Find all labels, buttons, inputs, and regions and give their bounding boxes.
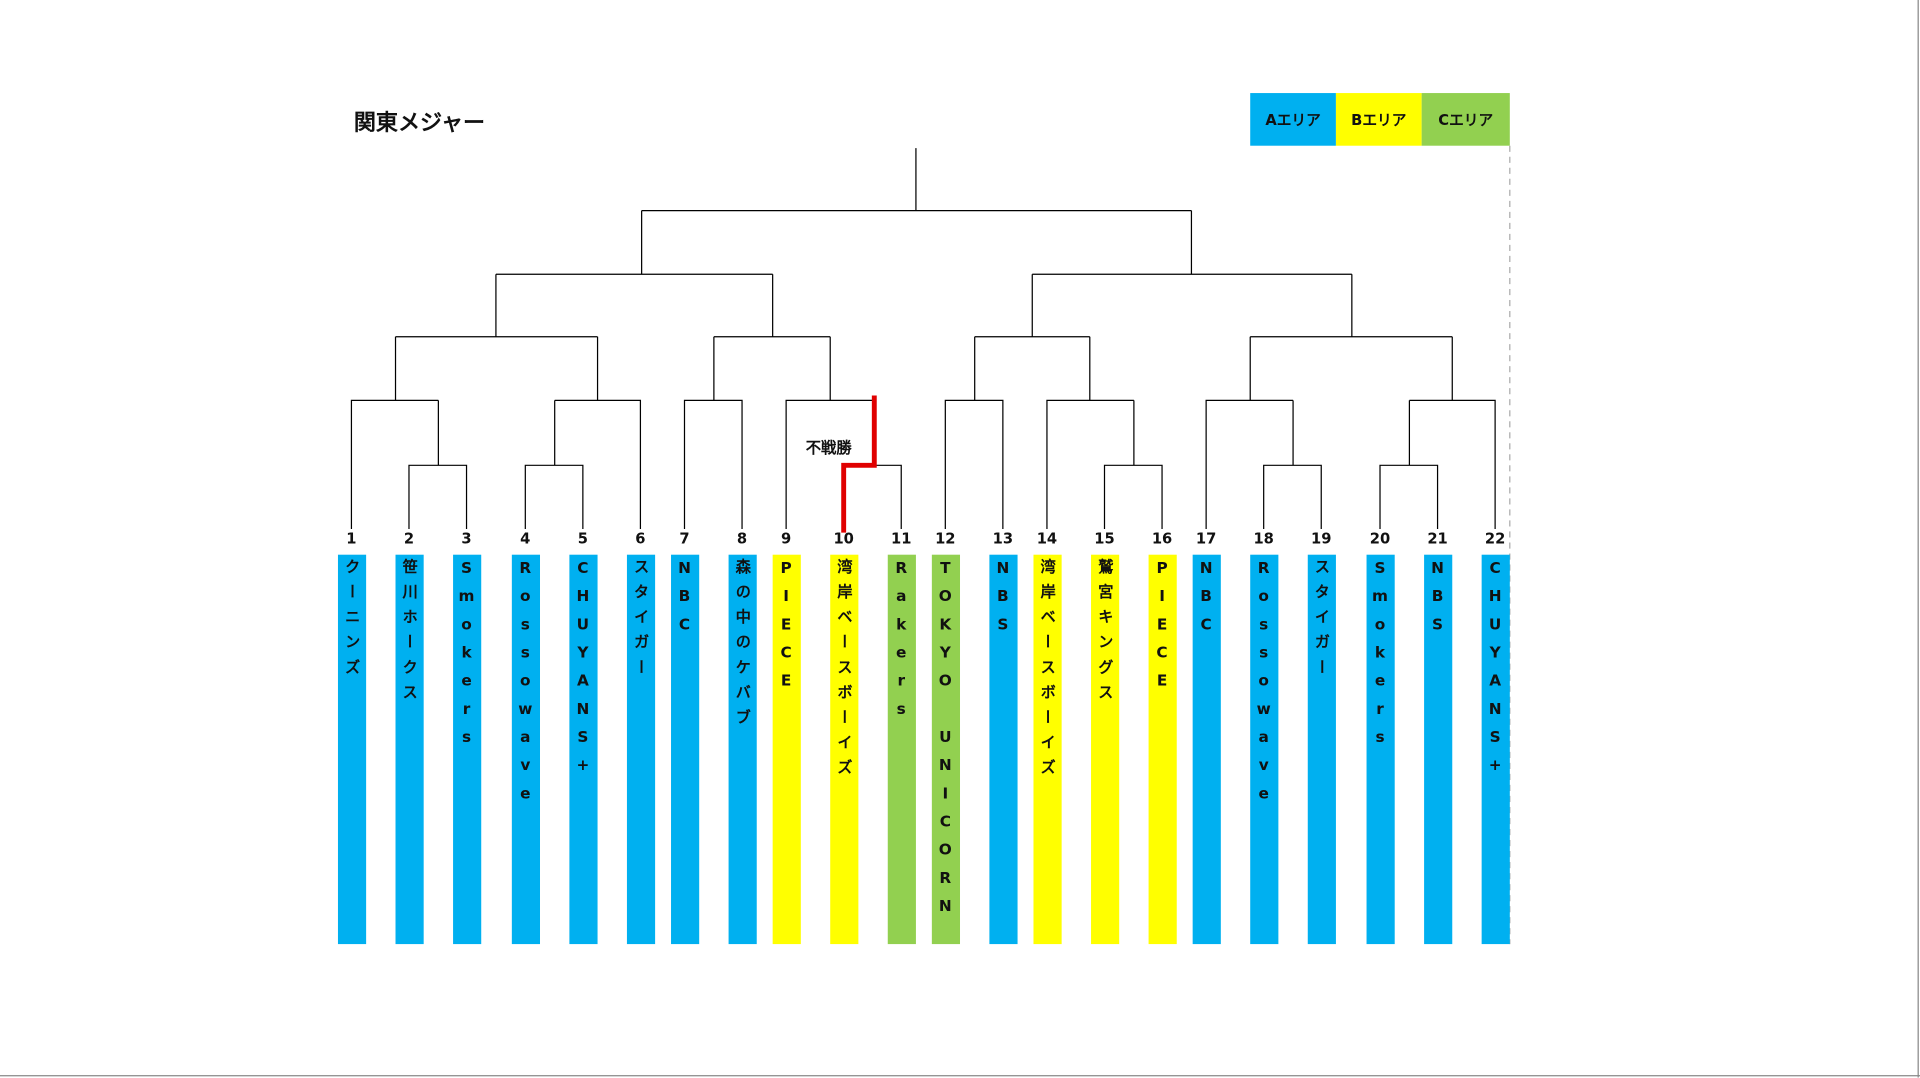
team-name: Rossowave xyxy=(516,558,535,812)
winner-path-line xyxy=(841,395,877,533)
page-title: 関東メジャー xyxy=(353,110,486,136)
team-name: PIECE xyxy=(776,558,796,700)
team-number: 5 xyxy=(577,530,588,548)
team-name: スタイガー xyxy=(1312,558,1331,684)
legend-area-c: Cエリア xyxy=(1421,93,1510,146)
sheet-edge xyxy=(1917,0,1919,1078)
team-number: 22 xyxy=(1484,530,1506,548)
sheet-edge xyxy=(0,1075,1920,1077)
team-slot: Smokers xyxy=(452,554,481,945)
team-slot: 鷲宮キングス xyxy=(1090,554,1119,945)
bracket-r2-7 xyxy=(1205,336,1294,529)
team-number: 11 xyxy=(890,530,912,548)
team-name: NBC xyxy=(675,558,694,643)
bye-label: 不戦勝 xyxy=(805,438,852,457)
bracket-r2-6 xyxy=(1046,336,1134,529)
team-slot: NBS xyxy=(988,554,1017,945)
bracket-r3-4 xyxy=(1250,274,1453,338)
team-number: 21 xyxy=(1427,530,1448,548)
team-number: 20 xyxy=(1369,530,1391,548)
bracket-match-15-16 xyxy=(1103,400,1163,529)
bracket-r2-4 xyxy=(785,336,875,529)
team-slot: CHUYANS+ xyxy=(568,554,597,945)
bracket-r2-2 xyxy=(554,336,642,529)
team-number: 12 xyxy=(935,530,956,548)
team-slot: 森の中のケバブ xyxy=(727,554,757,945)
team-number: 10 xyxy=(833,530,854,548)
team-name: NBS xyxy=(1428,558,1447,643)
team-name: CHUYANS+ xyxy=(573,558,593,784)
bracket-match-20-21 xyxy=(1379,400,1439,529)
team-name: Smokers xyxy=(457,558,476,756)
legend-area-a: Aエリア xyxy=(1250,93,1336,146)
team-name: TOKYO UNICORN xyxy=(936,558,955,925)
team-slot: Smokers xyxy=(1365,554,1395,945)
team-number: 6 xyxy=(635,530,646,548)
team-number: 17 xyxy=(1195,530,1217,548)
team-slot: クーニンズ xyxy=(337,554,366,945)
bracket-r2-1 xyxy=(350,336,439,529)
team-name: 鷲宮キングス xyxy=(1095,558,1114,709)
team-number: 7 xyxy=(679,530,690,548)
team-name: 湾岸ベースボーイズ xyxy=(834,558,853,785)
team-slot: 笹川ホークス xyxy=(394,554,424,945)
bracket-semi-1 xyxy=(495,210,773,275)
team-name: クーニンズ xyxy=(342,558,361,684)
team-number: 4 xyxy=(520,530,531,548)
team-name: CHUYANS+ xyxy=(1485,558,1505,784)
team-number: 9 xyxy=(781,530,792,548)
team-number: 18 xyxy=(1253,530,1274,548)
bracket-r2-8 xyxy=(1409,336,1496,529)
bracket-match-4-5 xyxy=(524,400,584,529)
bracket-r3-3 xyxy=(974,274,1090,338)
team-slot: PIECE xyxy=(1147,554,1177,945)
team-slot: CHUYANS+ xyxy=(1481,554,1510,945)
bracket-semi-2 xyxy=(1032,210,1352,275)
team-number: 14 xyxy=(1036,530,1058,548)
bracket-match-10-11 xyxy=(874,464,902,529)
team-name: PIECE xyxy=(1152,558,1172,700)
team-number: 2 xyxy=(403,530,415,548)
team-number: 15 xyxy=(1094,530,1115,548)
team-slot: Rossowave xyxy=(511,554,540,945)
team-slot: NBC xyxy=(670,554,699,945)
team-slot: TOKYO UNICORN xyxy=(931,554,960,945)
team-name: NBC xyxy=(1196,558,1216,643)
bracket-r3-1 xyxy=(395,274,598,338)
team-name: 笹川ホークス xyxy=(399,558,419,709)
team-number: 1 xyxy=(346,530,357,548)
bracket-final xyxy=(641,148,1192,212)
team-slot: スタイガー xyxy=(626,554,655,945)
team-name: NBS xyxy=(993,558,1013,643)
team-name: Smokers xyxy=(1370,558,1390,756)
team-slot: Rossowave xyxy=(1249,554,1278,945)
team-slot: 湾岸ベースボーイズ xyxy=(829,554,858,945)
bracket-match-2-3 xyxy=(408,400,468,529)
legend-area-b: Bエリア xyxy=(1335,93,1422,146)
team-name: Rossowave xyxy=(1254,558,1273,812)
team-slot: スタイガー xyxy=(1307,554,1336,945)
team-name: スタイガー xyxy=(631,558,650,684)
bracket-r2-3 xyxy=(683,336,743,529)
team-number: 8 xyxy=(736,530,748,548)
team-slot: NBC xyxy=(1192,554,1221,945)
bracket-r3-2 xyxy=(713,274,831,338)
team-name: Rakers xyxy=(892,558,911,728)
team-number: 3 xyxy=(461,530,472,548)
bracket-match-18-19 xyxy=(1263,400,1322,529)
team-slot: Rakers xyxy=(887,554,916,945)
team-name: 森の中のケバブ xyxy=(732,558,752,735)
team-number: 16 xyxy=(1151,530,1173,548)
team-number: 19 xyxy=(1310,530,1332,548)
team-slot: PIECE xyxy=(772,554,801,945)
team-slot: NBS xyxy=(1423,554,1452,945)
team-name: 湾岸ベースボーイズ xyxy=(1037,558,1057,785)
team-number: 13 xyxy=(992,530,1014,548)
team-slot: 湾岸ベースボーイズ xyxy=(1032,554,1062,945)
bracket-r2-5 xyxy=(944,336,1004,529)
